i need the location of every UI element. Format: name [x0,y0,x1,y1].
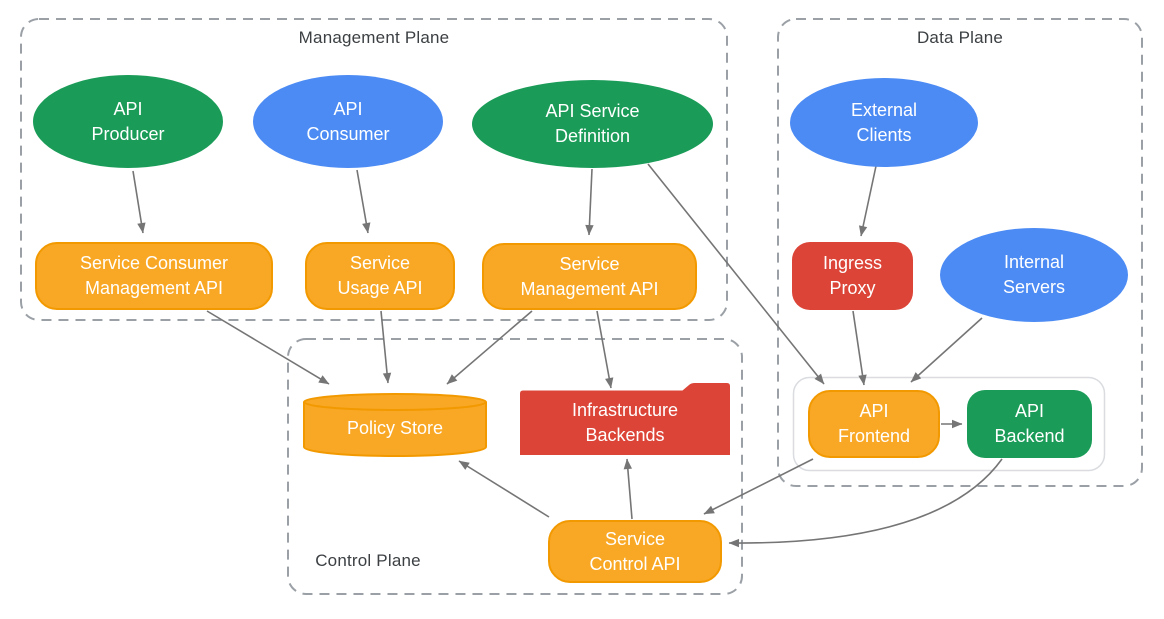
node-api-producer: API Producer [33,75,223,168]
node-infrastructure-backends-label: Infrastructure Backends [571,399,679,445]
node-service-usage-api-label: Service Usage API [337,253,423,298]
arrow-ingress-proxy-to-api-frontend [852,310,867,386]
data-plane-border [777,18,1143,487]
arrow-api-service-definition-to-api-frontend [647,163,825,385]
arrow-api-backend-to-service-control-api [728,458,1003,548]
arrow-external-clients-to-ingress-proxy [858,165,877,237]
arrow-api-producer-to-scm-api [132,170,146,234]
node-infrastructure-backends: Infrastructure Backends [520,383,730,455]
node-service-usage-api: Service Usage API [305,242,455,310]
node-api-service-definition-label: API Service Definition [545,101,640,146]
arrow-service-management-api-to-policy-store [446,310,533,385]
node-service-management-api-label: Service Management API [520,253,659,299]
arrow-internal-servers-to-api-frontend [910,317,983,383]
policy-store-cylinder-shape [303,393,487,457]
data-plane-title: Data Plane [916,28,1004,47]
node-internal-servers-label: Internal Servers [1002,252,1065,297]
arrow-api-service-definition-to-service-management-api [585,168,594,236]
node-api-producer-label: API Producer [91,98,165,144]
node-service-control-api: Service Control API [548,520,722,583]
node-service-management-api: Service Management API [482,243,697,310]
node-service-control-api-label: Service Control API [589,528,681,574]
node-api-frontend-label: API Frontend [837,401,911,446]
arrow-scm-api-to-policy-store [206,310,330,385]
control-plane-border [287,338,743,595]
node-external-clients-label: External Clients [850,99,918,145]
node-policy-store-label: Policy Store [346,417,444,438]
node-api-backend-label: API Backend [994,401,1065,446]
node-ingress-proxy-label: Ingress Proxy [822,253,883,298]
node-api-consumer: API Consumer [253,75,443,168]
infrastructure-backends-folder-shape [520,383,730,455]
node-internal-servers: Internal Servers [940,228,1128,322]
control-plane-title: Control Plane [315,551,421,570]
management-plane-border [20,18,728,321]
management-plane-title: Management Plane [298,28,450,47]
node-service-consumer-management-api: Service Consumer Management API [35,242,273,310]
node-service-consumer-management-api-label: Service Consumer Management API [79,253,229,298]
arrow-service-management-api-to-infrastructure-backends [596,310,614,389]
arrow-service-control-api-to-infrastructure-backends [623,458,633,520]
node-api-backend: API Backend [967,390,1092,458]
node-policy-store: Policy Store [302,392,488,458]
node-external-clients: External Clients [790,78,978,167]
arrow-service-control-api-to-policy-store [458,460,550,518]
arrow-service-usage-api-to-policy-store [380,310,392,384]
node-api-consumer-label: API Consumer [306,98,390,144]
arrow-api-frontend-to-service-control-api [703,458,814,515]
arrow-api-consumer-to-service-usage-api [356,169,371,234]
node-api-service-definition: API Service Definition [472,80,713,168]
node-api-frontend: API Frontend [808,390,940,458]
node-ingress-proxy: Ingress Proxy [792,242,913,310]
